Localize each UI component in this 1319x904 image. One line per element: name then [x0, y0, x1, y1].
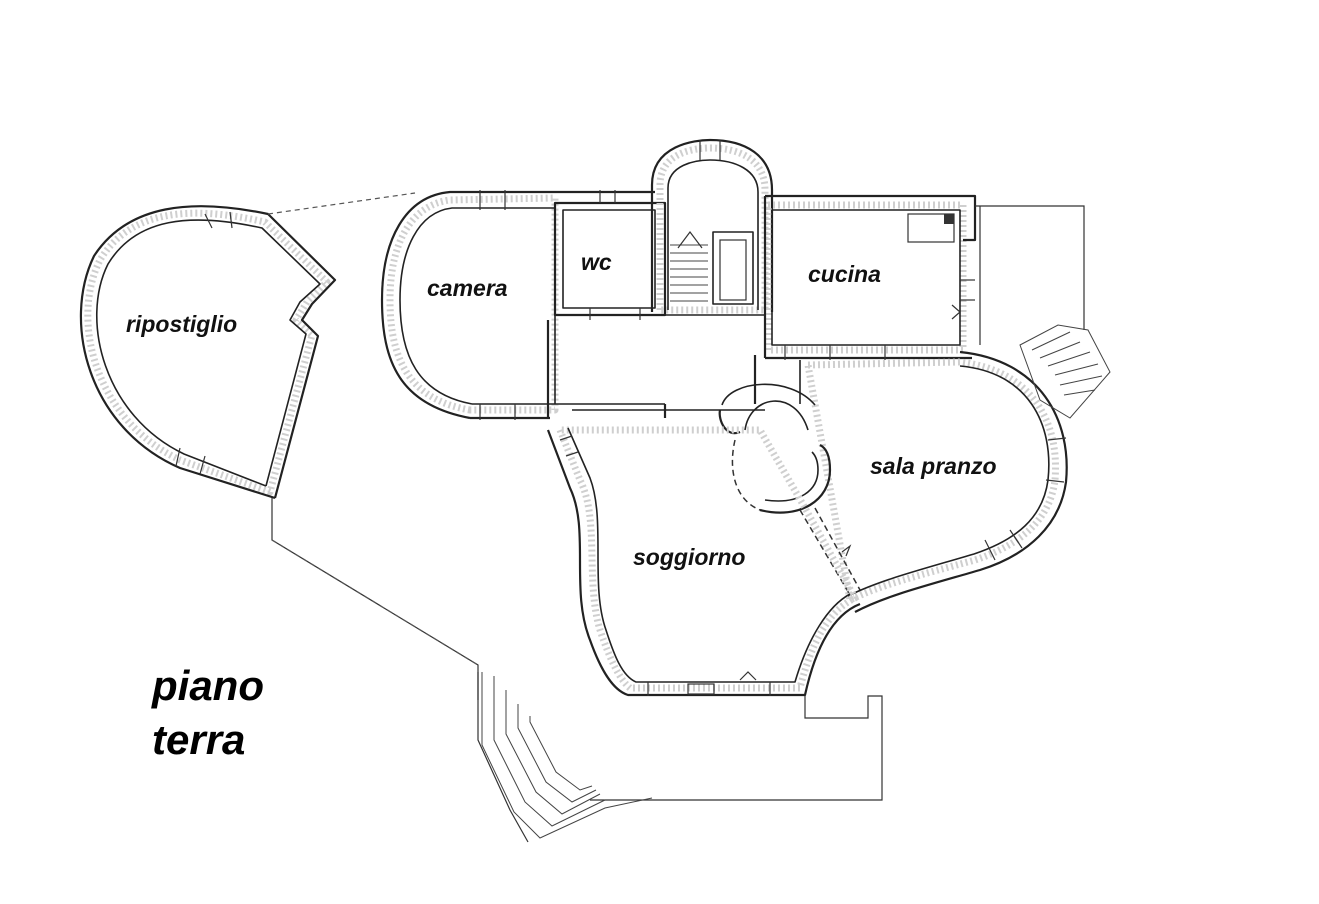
- room-label-wc: wc: [581, 249, 612, 275]
- hall-round-stair: [572, 355, 861, 596]
- sala-pranzo-walls: [804, 324, 1111, 613]
- floor-title-line1: piano: [151, 662, 264, 709]
- front-terrace: [477, 672, 883, 843]
- stair-tower: [650, 138, 774, 314]
- terrace-outline: [271, 498, 479, 700]
- room-label-sala-pranzo: sala pranzo: [870, 453, 997, 479]
- room-label-ripostiglio: ripostiglio: [126, 311, 237, 337]
- ripostiglio-walls: [79, 192, 416, 500]
- room-label-soggiorno: soggiorno: [633, 544, 745, 570]
- room-label-camera: camera: [427, 275, 508, 301]
- wc-and-corridor-walls: [546, 190, 765, 418]
- floor-title-line2: terra: [152, 716, 245, 763]
- cucina-walls: [763, 194, 1085, 360]
- room-label-cucina: cucina: [808, 261, 881, 287]
- soggiorno-walls: [546, 426, 861, 697]
- camera-walls: [380, 190, 665, 420]
